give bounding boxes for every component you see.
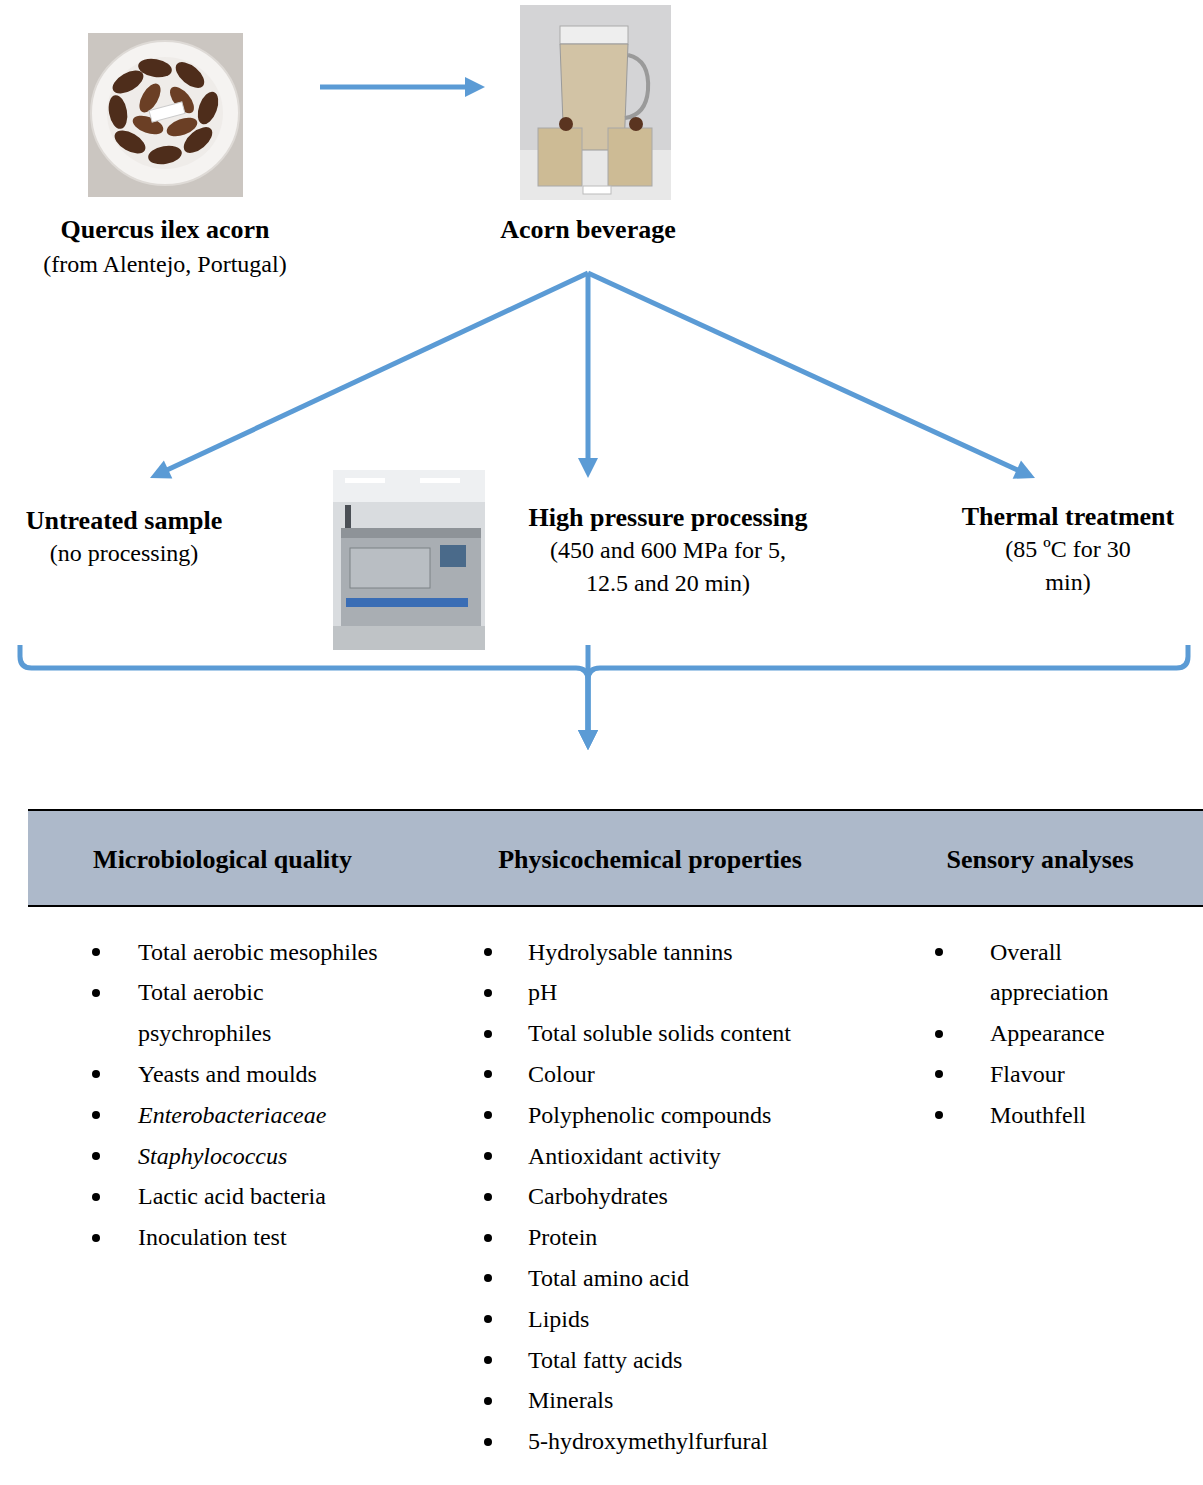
- list-item: Appearance: [990, 1013, 1150, 1054]
- list-item: Total aerobic mesophiles: [138, 932, 378, 973]
- list-item: Colour: [528, 1054, 868, 1095]
- bullet-dot: [484, 1111, 492, 1119]
- bullet-dot: [92, 1111, 100, 1119]
- arrow-head: [578, 730, 598, 750]
- connector-line: [320, 85, 471, 90]
- analysis-column: Physicochemical propertiesHydrolysable t…: [440, 750, 860, 1470]
- bullet-dot: [935, 1111, 943, 1119]
- acorn-photo: [88, 33, 243, 197]
- arrow-head: [578, 730, 598, 750]
- flow-arrow: [578, 645, 1188, 750]
- analysis-column: Sensory analysesOverall appreciationAppe…: [915, 750, 1165, 1144]
- connector-line: [20, 645, 588, 736]
- list-item: pH: [528, 972, 868, 1013]
- list-item: Mouthfell: [990, 1095, 1150, 1136]
- node-subtitle: (450 and 600 MPa for 5, 12.5 and 20 min): [530, 534, 806, 600]
- node-title: Acorn beverage: [485, 213, 691, 247]
- bullet-dot: [92, 1234, 100, 1242]
- bullet-dot: [935, 1070, 943, 1078]
- node-title: Quercus ilex acorn: [15, 213, 315, 247]
- list-item: Flavour: [990, 1054, 1150, 1095]
- list-item: Total aerobic psychrophiles: [138, 972, 378, 1054]
- arrow-head: [150, 460, 172, 478]
- list-item: Hydrolysable tannins: [528, 932, 868, 973]
- bullet-dot: [92, 1193, 100, 1201]
- bullet-dot: [484, 948, 492, 956]
- list-item: Overall appreciation: [990, 932, 1150, 1014]
- source-node: Quercus ilex acorn(from Alentejo, Portug…: [10, 28, 320, 290]
- column-heading: Physicochemical properties: [440, 843, 860, 877]
- bullet-dot: [484, 1234, 492, 1242]
- item-list: Total aerobic mesophilesTotal aerobic ps…: [138, 932, 378, 1258]
- bullet-dot: [935, 1030, 943, 1038]
- arrow-head: [578, 458, 598, 478]
- list-item: Lipids: [528, 1299, 868, 1340]
- bullet-dot: [484, 1070, 492, 1078]
- flow-arrow: [20, 645, 598, 750]
- flow-arrow: [578, 273, 598, 478]
- beverage-photo: [520, 5, 671, 200]
- bullet-dot: [484, 989, 492, 997]
- bullet-dot: [92, 1152, 100, 1160]
- node-title: Untreated sample: [6, 504, 242, 537]
- node-subtitle: (no processing): [6, 537, 242, 570]
- flow-arrow: [150, 273, 588, 479]
- list-item: Total fatty acids: [528, 1340, 868, 1381]
- treatment-node: Thermal treatment(85 ºC for 30 min): [940, 478, 1196, 645]
- arrow-head: [465, 77, 485, 97]
- bullet-dot: [484, 1152, 492, 1160]
- list-item: Total amino acid: [528, 1258, 868, 1299]
- bullet-dot: [484, 1438, 492, 1446]
- list-item: Carbohydrates: [528, 1176, 868, 1217]
- list-item: Antioxidant activity: [528, 1136, 868, 1177]
- list-item: Polyphenolic compounds: [528, 1095, 868, 1136]
- list-item: Inoculation test: [138, 1217, 378, 1258]
- list-item: Minerals: [528, 1380, 868, 1421]
- connector-line: [588, 645, 1188, 736]
- arrow-head: [578, 730, 598, 750]
- flow-arrow: [320, 77, 485, 97]
- table-header-band: [28, 810, 1203, 906]
- flow-arrow: [588, 273, 1035, 479]
- bullet-dot: [484, 1397, 492, 1405]
- bullet-dot: [484, 1030, 492, 1038]
- list-item: Protein: [528, 1217, 868, 1258]
- arrow-head: [1013, 461, 1035, 479]
- bullet-dot: [935, 948, 943, 956]
- node-title: Thermal treatment: [940, 500, 1196, 533]
- bullet-dot: [484, 1274, 492, 1282]
- bullet-dot: [484, 1315, 492, 1323]
- node-subtitle: (85 ºC for 30 min): [993, 533, 1143, 599]
- list-item: Total soluble solids content: [528, 1013, 868, 1054]
- bullet-dot: [484, 1193, 492, 1201]
- treatment-node: High pressure processing(450 and 600 MPa…: [340, 478, 836, 645]
- treatment-node: Untreated sample(no processing): [5, 478, 243, 645]
- column-heading: Microbiological quality: [50, 843, 395, 877]
- node-title: High pressure processing: [500, 501, 836, 534]
- connector-line: [586, 273, 591, 464]
- item-list: Hydrolysable tanninspHTotal soluble soli…: [528, 932, 868, 1462]
- bullet-dot: [92, 989, 100, 997]
- analysis-column: Microbiological qualityTotal aerobic mes…: [50, 750, 395, 1266]
- list-item: Enterobacteriaceae: [138, 1095, 378, 1136]
- product-node: Acorn beverage: [485, 3, 691, 273]
- bullet-dot: [92, 948, 100, 956]
- connector-line: [163, 273, 588, 472]
- list-item: 5-hydroxymethylfurfural: [528, 1421, 868, 1462]
- bullet-dot: [484, 1356, 492, 1364]
- list-item: Staphylococcus: [138, 1136, 378, 1177]
- column-heading: Sensory analyses: [915, 843, 1165, 877]
- list-item: Yeasts and moulds: [138, 1054, 378, 1095]
- bullet-dot: [92, 1070, 100, 1078]
- hpp-machine-photo: [333, 470, 485, 650]
- item-list: Overall appreciationAppearanceFlavourMou…: [990, 932, 1150, 1136]
- list-item: Lactic acid bacteria: [138, 1176, 378, 1217]
- node-subtitle: (from Alentejo, Portugal): [15, 247, 315, 281]
- connector-line: [588, 273, 1022, 472]
